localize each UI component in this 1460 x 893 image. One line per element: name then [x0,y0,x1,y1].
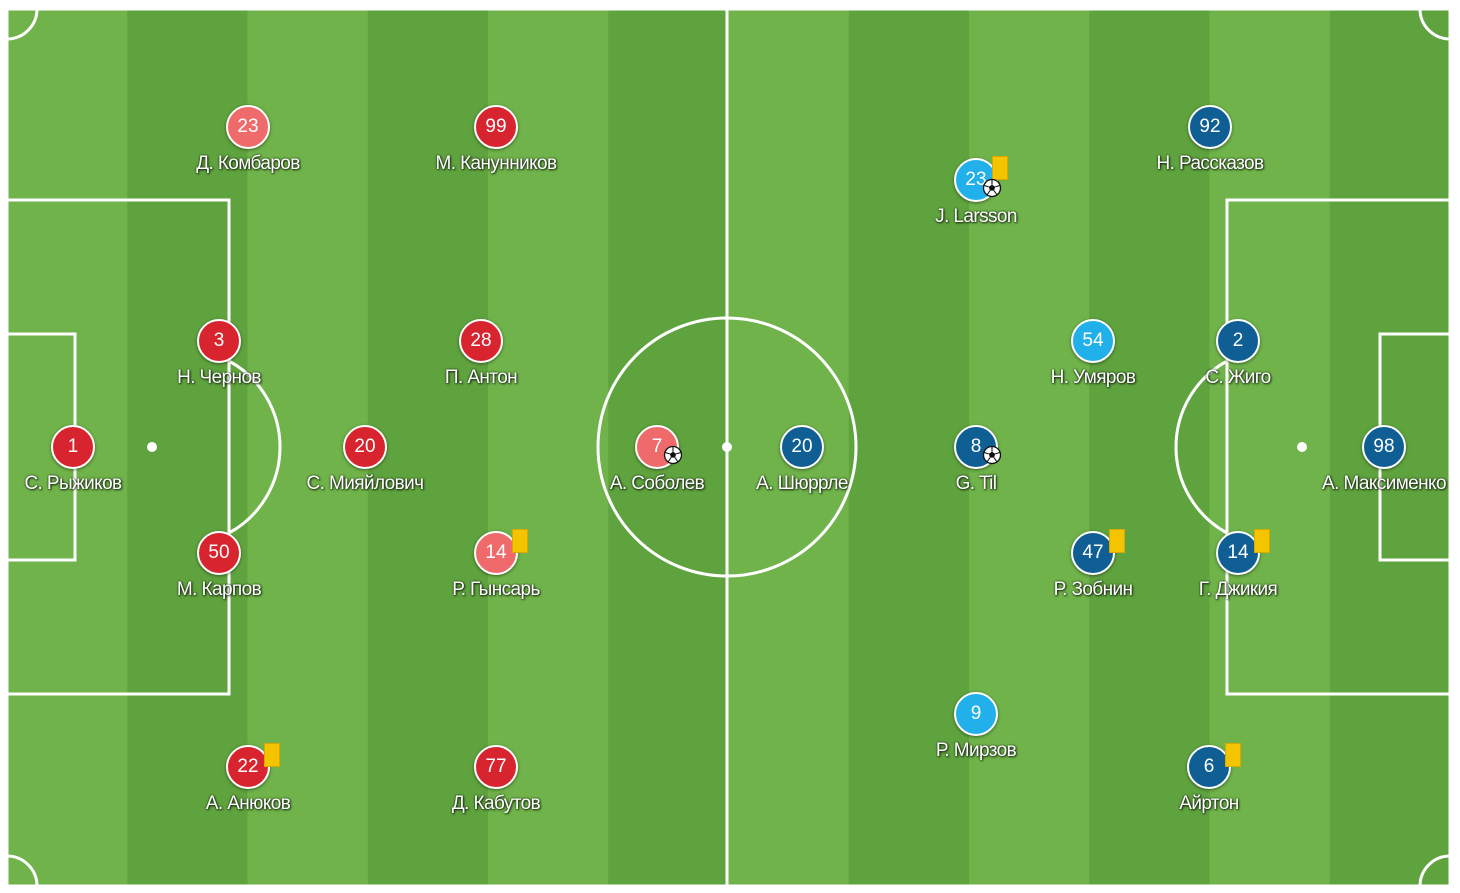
goal-ball-icon [982,178,1002,198]
grass-stripe [488,9,609,886]
grass-stripe [367,9,489,886]
yellow-card-icon [1109,529,1125,553]
player-name: С. Мияйлович [306,473,425,494]
right-penalty-arc [1174,359,1228,535]
shirt-number: 20 [343,425,387,469]
grass-stripe [848,9,970,886]
player-name: Айртон [1179,793,1239,814]
shirt-number: 6 [1187,745,1231,789]
shirt-number: 47 [1071,531,1115,575]
shirt-number: 50 [197,531,241,575]
player-name: Н. Чернов [177,367,261,388]
shirt-number: 2 [1216,319,1260,363]
shirt-number: 54 [1071,319,1115,363]
shirt-number: 22 [226,745,270,789]
goal-ball-icon [663,445,683,465]
player-name: П. Антон [444,367,518,388]
shirt-number: 14 [474,531,518,575]
corner-arc-top-right [1418,8,1451,41]
shirt-number: 28 [459,319,503,363]
grass-stripe [1209,9,1331,886]
shirt-number: 77 [474,745,518,789]
centre-circle [596,316,858,578]
goal-ball-icon [982,445,1002,465]
player-name: А. Максименко [1322,473,1447,494]
player-name: Р. Зобнин [1053,579,1133,600]
player-name: Н. Умяров [1050,367,1136,388]
shirt-number: 1 [51,425,95,469]
yellow-card-icon [1225,743,1241,767]
yellow-card-icon [992,156,1008,180]
player-name: А. Соболев [609,473,705,494]
player-name: С. Рыжиков [24,473,122,494]
player-name: Д. Комбаров [196,153,300,174]
corner-arc-bottom-left [6,854,39,887]
player-name: Р. Гынсарь [452,579,540,600]
player-name: А. Шюррле [756,473,848,494]
shirt-number: 23 [226,105,270,149]
player-name: J. Larsson [935,206,1017,227]
centre-spot [722,442,732,452]
left-penalty-arc [228,359,282,535]
yellow-card-icon [264,743,280,767]
player-name: Г. Джикия [1198,579,1278,600]
corner-arc-top-left [6,8,39,41]
left-penalty-spot [147,442,157,452]
player-name: А. Анюков [205,793,291,814]
yellow-card-icon [1254,529,1270,553]
shirt-number: 3 [197,319,241,363]
player-name: Р. Мирзов [935,740,1017,761]
player-name: С. Жиго [1205,367,1271,388]
player-name: М. Карпов [176,579,262,600]
shirt-number: 9 [954,692,998,736]
shirt-number: 20 [780,425,824,469]
grass-stripe [1089,9,1210,886]
player-name: Д. Кабутов [451,793,541,814]
shirt-number: 92 [1188,105,1232,149]
yellow-card-icon [512,529,528,553]
right-penalty-spot [1297,442,1307,452]
shirt-number: 14 [1216,531,1260,575]
player-name: Н. Рассказов [1156,153,1265,174]
corner-arc-bottom-right [1418,854,1451,887]
player-name: G. Til [955,473,997,494]
player-name: М. Канунников [435,153,558,174]
shirt-number: 98 [1362,425,1406,469]
shirt-number: 99 [474,105,518,149]
